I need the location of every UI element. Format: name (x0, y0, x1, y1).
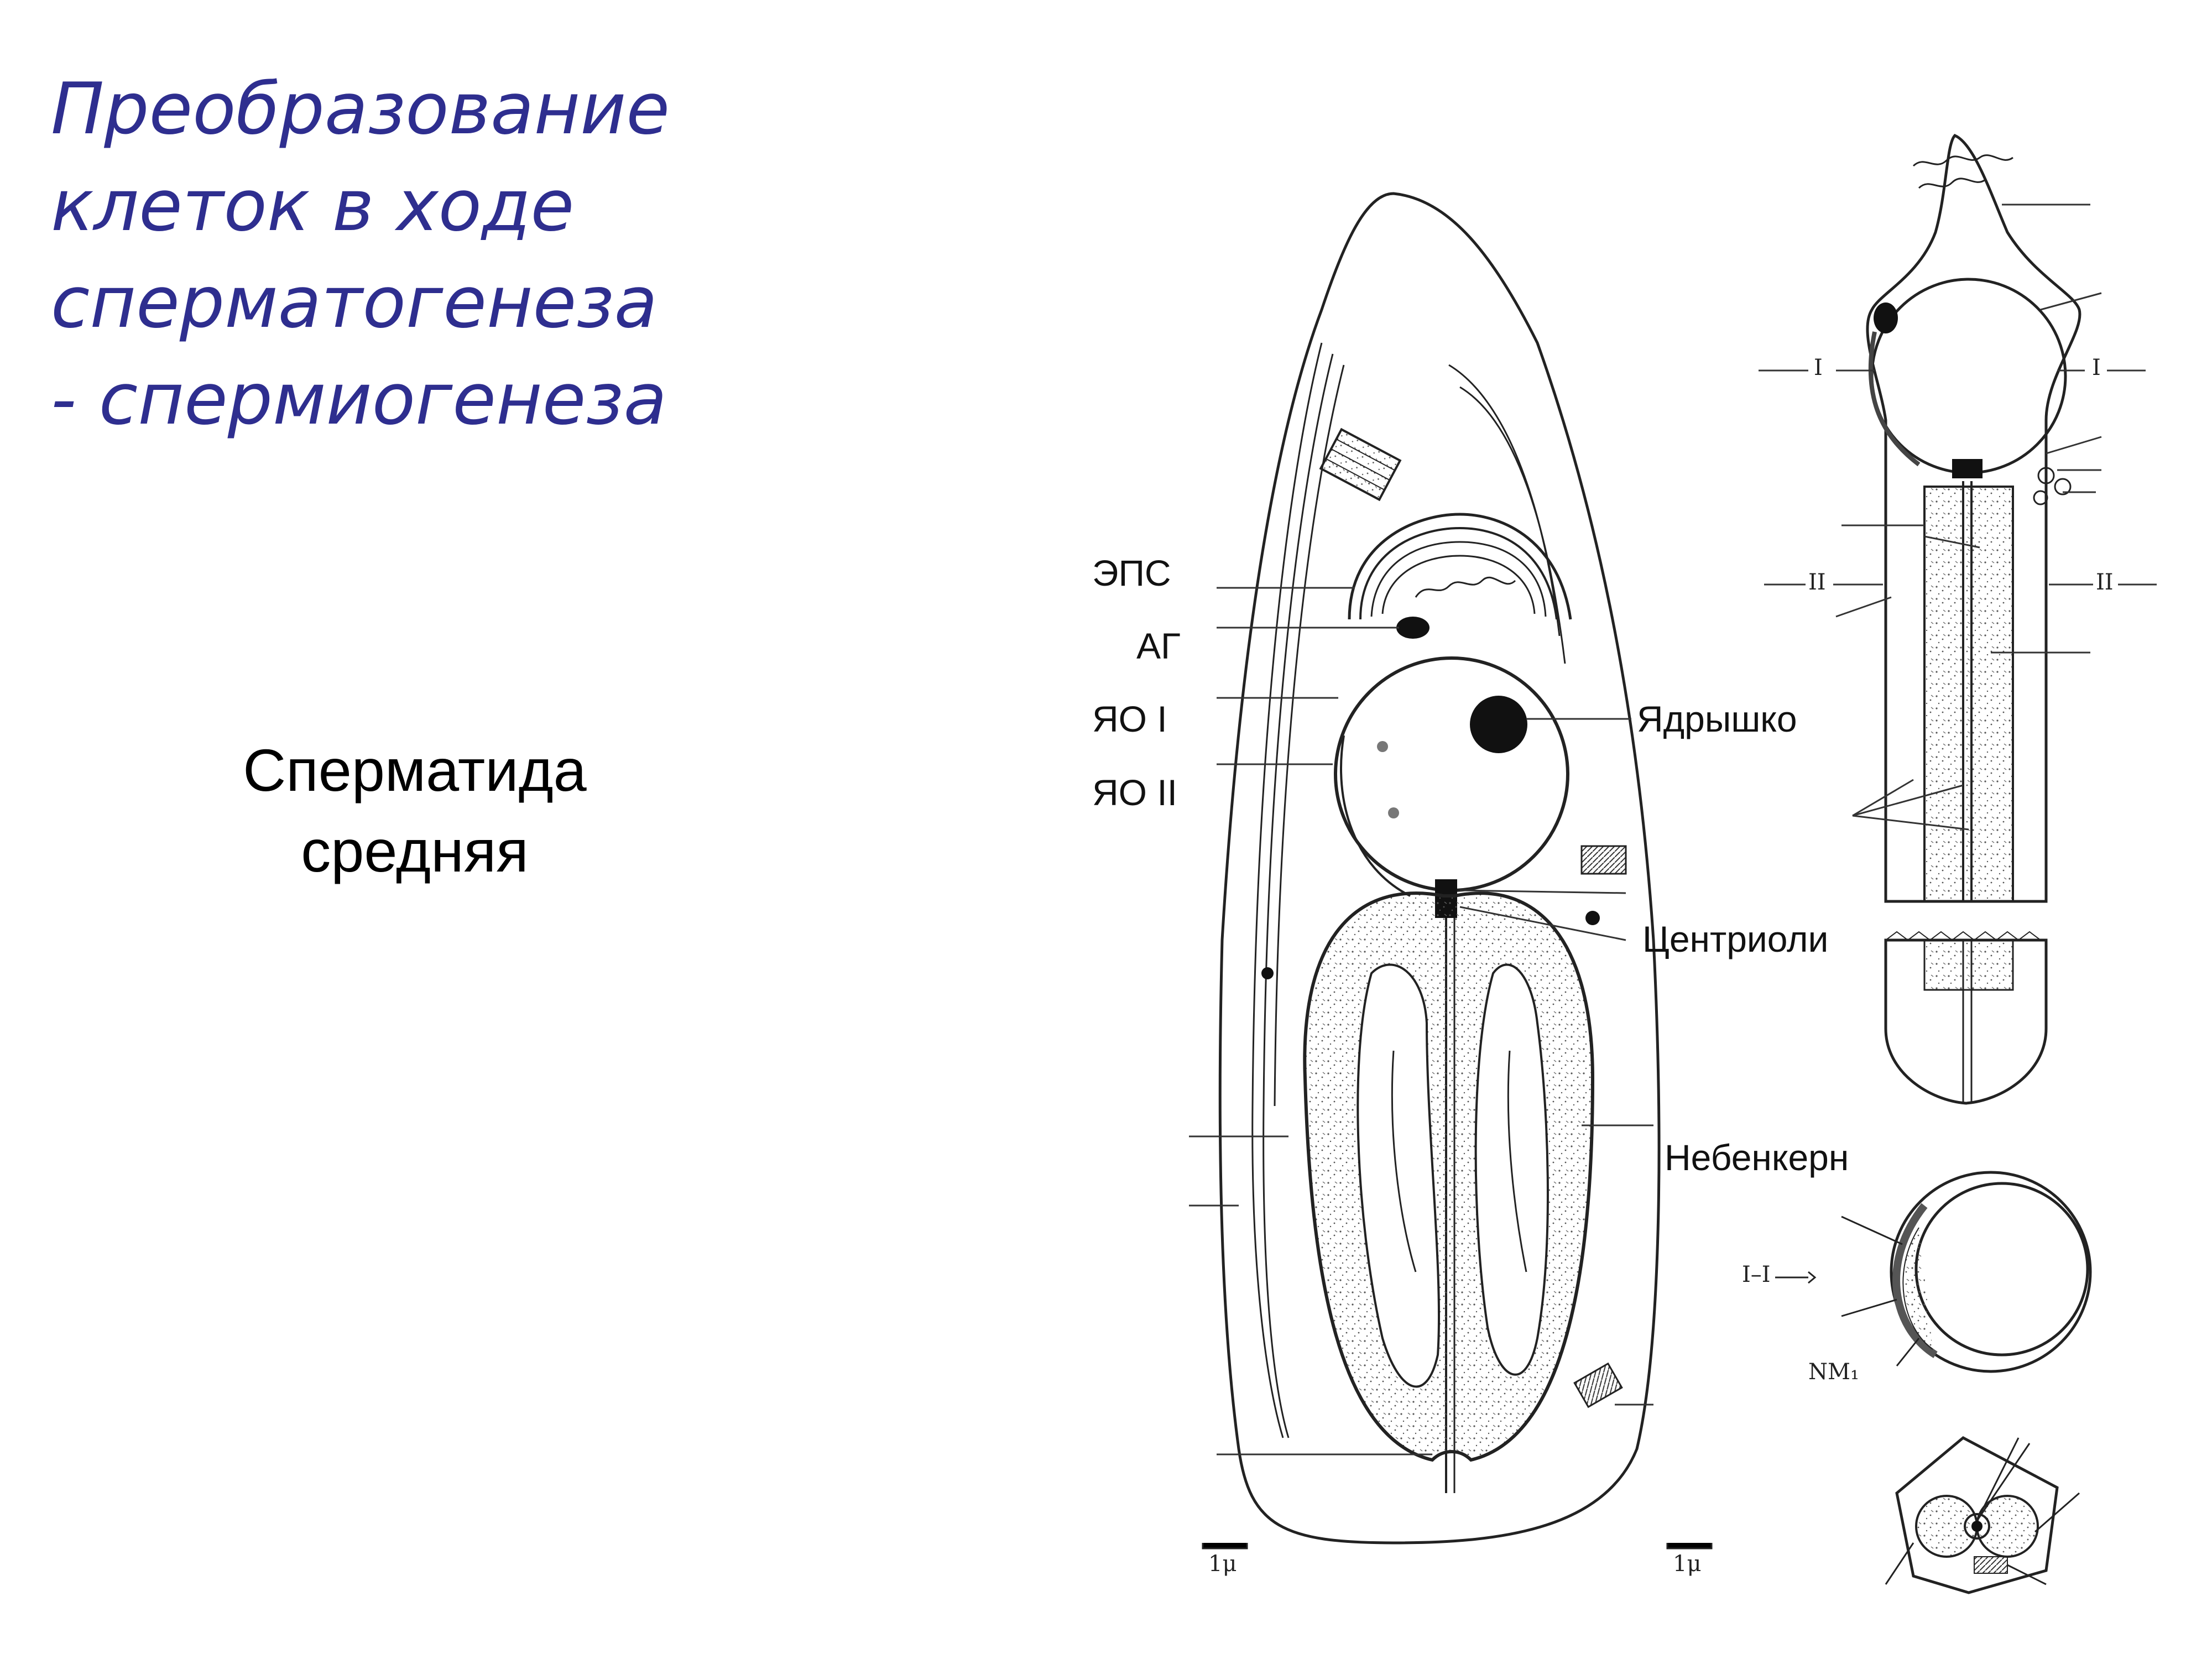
label-nebenkern: Небенкерн (1665, 1136, 1849, 1178)
nucleus (1335, 658, 1568, 890)
microtubules-left (1253, 343, 1322, 1438)
nebenkern (1305, 893, 1593, 1460)
cross-section-II (1886, 1438, 2079, 1593)
nucleolus (1470, 696, 1527, 753)
label-centrioles: Центриоли (1642, 918, 1828, 960)
label-section-II-right: II (2096, 570, 2114, 595)
label-nm1: NM₁ (1808, 1359, 1859, 1385)
label-section-I-right: I (2092, 355, 2101, 380)
cross-section-I (1775, 1172, 2090, 1371)
label-nucleolus: Ядрышко (1637, 698, 1797, 740)
label-section-II-left: II (1808, 570, 1826, 595)
label-ag: АГ (1136, 625, 1181, 667)
label-section-I-I: I–I (1742, 1262, 1771, 1287)
label-yao2: ЯО II (1092, 771, 1177, 813)
elongated-spermatid (1867, 135, 2080, 1103)
label-scale-1: 1μ (1208, 1551, 1237, 1577)
main-cell (1220, 194, 1659, 1543)
axoneme-region (1924, 487, 2013, 901)
elongated-nucleus (1872, 279, 2065, 473)
label-section-I-left: I (1814, 355, 1823, 380)
label-scale-2: 1μ (1673, 1551, 1701, 1577)
label-eps: ЭПС (1092, 552, 1171, 594)
scale-bars (1203, 1543, 1712, 1548)
er-stack (1321, 430, 1400, 500)
label-yao1: ЯО I (1092, 698, 1167, 740)
